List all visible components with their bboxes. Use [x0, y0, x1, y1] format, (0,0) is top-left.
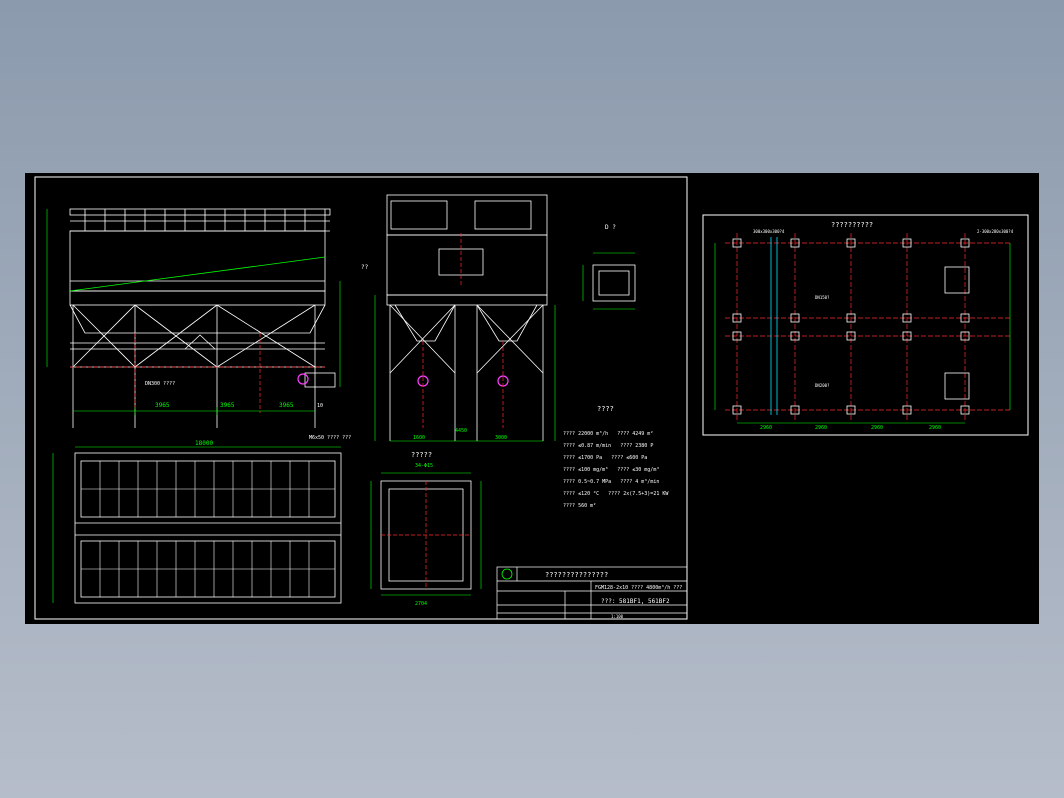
- plan-grid-bottom: [81, 541, 335, 597]
- side-valves: [417, 375, 509, 387]
- side-centerlines: [422, 233, 504, 428]
- dim-len-total: 18000: [195, 440, 213, 447]
- param-row-5: ???? 0.5~0.7 MPa ???? 4 m³/min: [563, 479, 659, 485]
- plan-grid-top: [81, 461, 335, 517]
- param-row-4: ???? ≤100 mg/m³ ???? ≤30 mg/m³: [563, 467, 659, 473]
- plan-dims: [52, 446, 341, 603]
- outlet-note: 34-Φ15: [415, 463, 433, 469]
- outlet-centerlines: [381, 481, 471, 589]
- title-block: [496, 566, 688, 620]
- dim-w-mid: 4450: [455, 428, 467, 434]
- front-centerlines: [70, 333, 325, 413]
- fan-symbol: [297, 373, 309, 385]
- title-block-drawing: ???: 581BF1, 561BF2: [601, 598, 670, 605]
- fdim-3: 2960: [871, 425, 883, 431]
- flabel-3: DN150?: [815, 295, 830, 300]
- flabel-2: 2-300x280x300?4: [977, 229, 1014, 234]
- foundation-cyan-lines: [770, 237, 778, 415]
- dim-seg-b: 3965: [220, 402, 235, 409]
- d-view-label: D ?: [605, 224, 616, 231]
- dim-w-right: 3000: [495, 435, 507, 441]
- dim-seg-c: 3965: [279, 402, 294, 409]
- cad-drawing-canvas[interactable]: 3965 3965 3965 DN300 ???? M6x50 ???? ???…: [25, 173, 1039, 624]
- fdim-1: 2960: [760, 425, 772, 431]
- fdim-4: 2960: [929, 425, 941, 431]
- param-row-7: ???? 560 m²: [563, 503, 596, 509]
- front-elevation: [69, 208, 336, 428]
- note-pipe: DN300 ????: [145, 381, 175, 387]
- flabel-1: 300x300x300?4: [753, 229, 785, 234]
- dim-w-left: 1600: [413, 435, 425, 441]
- side-dimensions: [374, 295, 556, 442]
- company-logo-icon: [501, 568, 513, 580]
- foundation-axes: [725, 233, 1010, 421]
- side-elevation: [386, 194, 548, 441]
- d-view-dims: [582, 252, 635, 310]
- param-row-6: ???? ≤120 °C ???? 2x(7.5+3)=21 KW: [563, 491, 669, 497]
- plan-view: [74, 452, 342, 604]
- params-list: ???? 22000 m³/h ???? 4249 m² ???? ≤0.87 …: [563, 431, 669, 509]
- params-title: ????: [597, 405, 614, 413]
- title-block-model: FGM128-2x10 ???? 4800m³/h ???: [595, 585, 682, 591]
- param-row-2: ???? ≤0.87 m/min ???? 2380 P: [563, 443, 653, 449]
- dim-outlet-w: 2704: [415, 601, 427, 607]
- param-row-3: ???? ≤1700 Pa ???? ≤600 Pa: [563, 455, 647, 461]
- right-sheet-title: ??????????: [831, 221, 873, 229]
- title-block-scale: 1:100: [611, 614, 624, 619]
- param-row-1: ???? 22000 m³/h ???? 4249 m²: [563, 431, 653, 437]
- note-qmark: ??: [361, 264, 369, 271]
- right-sheet-frame: [702, 214, 1029, 436]
- foundation-dims: [714, 243, 1011, 424]
- fdim-2: 2960: [815, 425, 827, 431]
- note-ten: 10: [317, 403, 323, 409]
- dim-seg-a: 3965: [155, 402, 170, 409]
- title-block-title: ???????????????: [545, 571, 608, 579]
- left-sheet-frame: [34, 176, 688, 620]
- foundation-pads: [732, 238, 970, 415]
- flabel-4: DN200?: [815, 383, 830, 388]
- outlet-dims: [370, 472, 482, 596]
- drawing-svg[interactable]: 3965 3965 3965 DN300 ???? M6x50 ???? ???…: [25, 173, 1039, 624]
- front-dimensions: [46, 209, 341, 415]
- inlet-duct-line: [69, 256, 326, 292]
- note-valve: M6x50 ???? ???: [309, 435, 351, 441]
- outlet-title: ?????: [411, 451, 432, 459]
- d-view: [592, 264, 636, 302]
